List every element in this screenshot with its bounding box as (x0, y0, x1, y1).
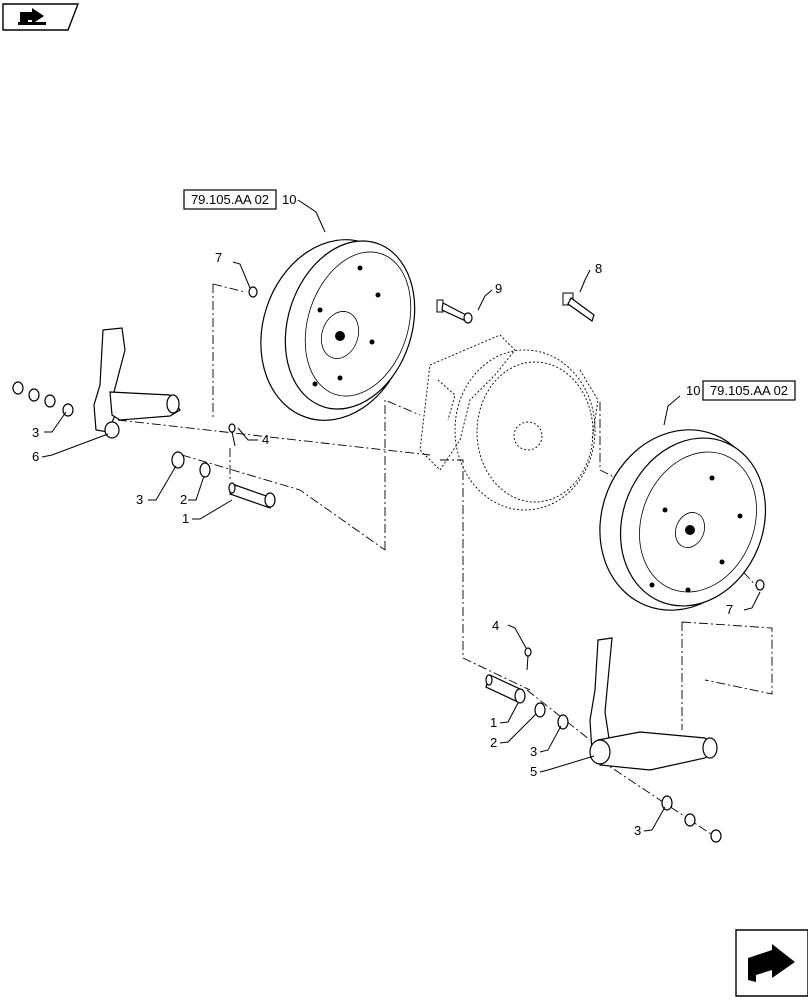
reference-right[interactable]: 79.105.AA 02 (710, 383, 788, 398)
reference-box-top-left[interactable]: 79.105.AA 02 (183, 189, 277, 210)
callout-10-right: 10 (686, 383, 700, 398)
callout-3-left-b: 3 (136, 492, 143, 507)
callout-3-left-a: 3 (32, 425, 39, 440)
callout-4-right: 4 (492, 618, 499, 633)
callout-3-right-a: 3 (530, 744, 537, 759)
reference-box-right[interactable]: 79.105.AA 02 (702, 380, 796, 401)
leader-lines (41, 199, 761, 832)
callout-2-right: 2 (490, 735, 497, 750)
bolt-8[interactable] (562, 292, 595, 322)
cotter-pin-left[interactable] (228, 423, 236, 447)
gauge-arm-left[interactable] (93, 327, 181, 439)
return-arrow-icon[interactable] (735, 929, 808, 997)
callout-7-right: 7 (726, 602, 733, 617)
bolt-9[interactable] (436, 299, 473, 324)
gauge-wheel-right[interactable] (573, 405, 790, 634)
retaining-rings[interactable] (12, 286, 765, 843)
callout-1-right: 1 (490, 715, 497, 730)
gauge-arm-right[interactable] (589, 637, 718, 771)
disc-opener-assembly (419, 334, 599, 511)
gauge-wheel-left[interactable] (238, 220, 435, 439)
callout-3-right-b: 3 (634, 823, 641, 838)
book-with-arrow-icon[interactable] (2, 3, 80, 31)
callout-10-top: 10 (282, 192, 296, 207)
callout-8: 8 (595, 261, 602, 276)
pivot-pin-left[interactable] (228, 482, 276, 509)
pivot-pin-right[interactable] (485, 674, 526, 704)
callout-4-left: 4 (262, 432, 269, 447)
callout-9: 9 (495, 281, 502, 296)
callout-5: 5 (530, 764, 537, 779)
callout-2-left: 2 (180, 492, 187, 507)
callout-7-top: 7 (215, 250, 222, 265)
cotter-pin-right[interactable] (524, 647, 532, 671)
reference-top-left[interactable]: 79.105.AA 02 (191, 192, 269, 207)
callout-6: 6 (32, 449, 39, 464)
callout-1-left: 1 (182, 511, 189, 526)
